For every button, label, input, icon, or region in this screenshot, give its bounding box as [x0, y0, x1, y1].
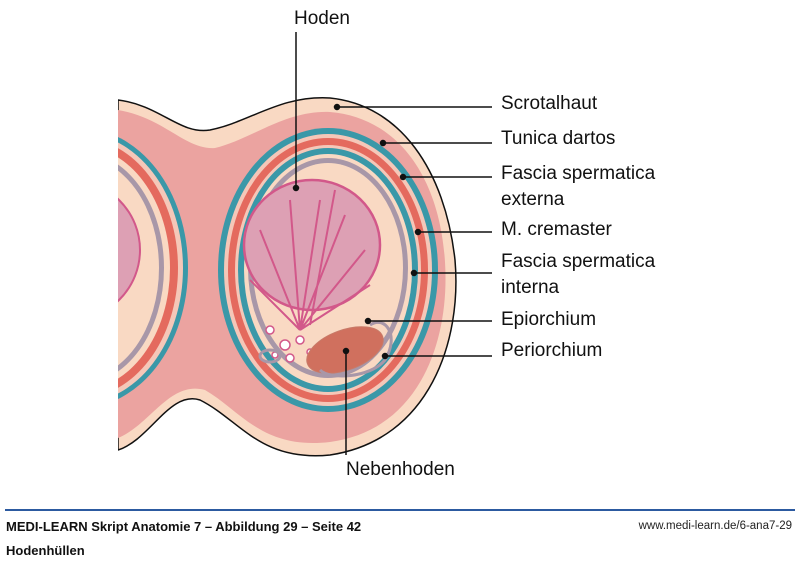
scrotum-cross-section-diagram: [118, 32, 492, 457]
label-m-cremaster: M. cremaster: [501, 219, 612, 240]
label-epiorchium: Epiorchium: [501, 309, 597, 330]
label-fascia-spermatica-interna: Fascia spermatica interna: [501, 251, 656, 298]
label-tunica-dartos: Tunica dartos: [501, 128, 616, 149]
footer-subtitle: Hodenhüllen: [6, 543, 85, 558]
footer-url[interactable]: www.medi-learn.de/6-ana7-29: [638, 520, 792, 532]
label-scrotalhaut: Scrotalhaut: [501, 93, 598, 114]
label-nebenhoden: Nebenhoden: [346, 459, 455, 480]
leader-lines: [292, 32, 492, 455]
footer-title: MEDI-LEARN Skript Anatomie 7 – Abbildung…: [6, 519, 362, 534]
left-testis: [118, 136, 188, 400]
label-hoden: Hoden: [294, 8, 350, 29]
footer-divider: [5, 509, 795, 511]
label-periorchium: Periorchium: [501, 340, 603, 361]
label-fascia-spermatica-externa: Fascia spermatica externa: [501, 163, 656, 210]
right-testis: [218, 128, 438, 412]
